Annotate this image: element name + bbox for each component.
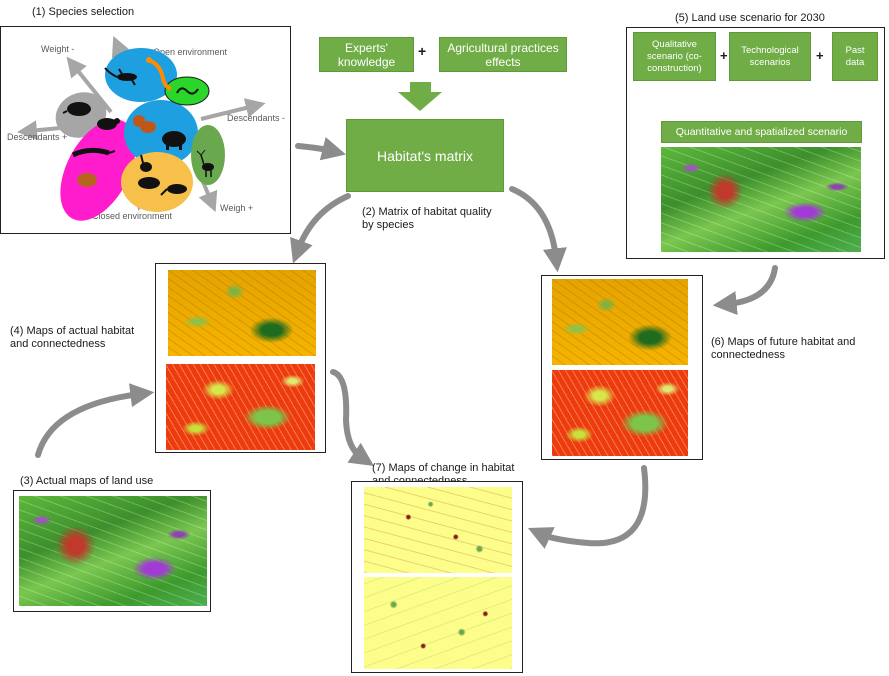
plus-sign-inputs: +: [418, 43, 427, 59]
arrow-future-to-change: [527, 465, 649, 549]
actual-connectedness-map: [166, 364, 315, 450]
plus-sign-scenario-1: +: [720, 48, 728, 63]
badger-icon: [138, 177, 160, 189]
quantitative-scenario-label: Quantitative and spatialized scenario: [675, 126, 848, 138]
lizard-icon: [146, 57, 172, 91]
actual-land-use-map: [19, 496, 207, 606]
hedgehog-icon: [62, 102, 91, 116]
rabbit-icon: [140, 154, 152, 172]
salamander-icon: [104, 67, 137, 86]
axis-open-environment: Open environment: [153, 47, 228, 57]
ellipse-magenta-group: [60, 119, 136, 221]
ellipse-blue-top-group: [105, 48, 177, 102]
fox-icon: [160, 184, 187, 196]
green-down-arrow-inputs: [398, 82, 442, 111]
arrow-actual-to-change: [330, 369, 374, 466]
plus-sign-scenario-2: +: [816, 48, 824, 63]
squirrel-icon: [133, 115, 156, 133]
arrow-matrix-to-future-maps: [509, 186, 567, 273]
step-6-label: (6) Maps of future habitat and connected…: [711, 336, 856, 361]
axis-closed-environment: Closed environment: [92, 211, 173, 221]
boar-icon: [162, 131, 186, 150]
experts-knowledge-label: Experts' knowledge: [337, 40, 396, 69]
habitat-matrix-label: Habitat's matrix: [376, 147, 474, 164]
quantitative-scenario-box: Quantitative and spatialized scenario: [661, 121, 862, 143]
arrow-matrix-to-actual-maps: [290, 193, 351, 264]
technological-scenarios-box: Technological scenarios: [729, 32, 811, 81]
axis-descendants-plus: Descendants +: [7, 132, 67, 142]
agricultural-practices-label: Agricultural practices effects: [447, 40, 559, 69]
agricultural-practices-box: Agricultural practices effects: [439, 37, 567, 72]
marten-icon: [71, 147, 116, 158]
step-3-label: (3) Actual maps of land use: [20, 475, 154, 487]
step-1-label: (1) Species selection: [32, 6, 135, 18]
future-connectedness-map: [552, 370, 688, 456]
experts-knowledge-box: Experts' knowledge: [319, 37, 414, 72]
technological-scenarios-label: Technological scenarios: [741, 44, 799, 68]
species-selection-diagram: Weight - Open environment Descendants - …: [7, 35, 285, 221]
ellipse-darkgreen-group: [191, 125, 225, 185]
snake-icon: [176, 87, 199, 95]
arrow-species-to-matrix: [295, 137, 346, 161]
mole-icon: [77, 173, 97, 187]
axis-weigh-plus: Weigh +: [220, 203, 253, 213]
habitat-matrix-box: Habitat's matrix: [346, 119, 504, 192]
axis-descendants-minus: Descendants -: [227, 113, 285, 123]
species-selection-panel: Weight - Open environment Descendants - …: [0, 26, 291, 234]
step-5-label: (5) Land use scenario for 2030: [675, 12, 825, 24]
deer-icon: [196, 149, 214, 177]
actual-habitat-map: [168, 270, 316, 356]
qualitative-scenario-label: Qualitative scenario (co-construction): [647, 38, 702, 74]
scenario-land-use-map: [661, 147, 861, 252]
step-2-label: (2) Matrix of habitat quality by species: [362, 206, 492, 231]
arrow-landuse-to-actual-maps: [35, 383, 155, 458]
qualitative-scenario-box: Qualitative scenario (co-construction): [633, 32, 716, 81]
past-data-label: Past data: [845, 44, 865, 68]
step-4-label: (4) Maps of actual habitat and connected…: [10, 325, 135, 350]
change-connectedness-map: [364, 577, 512, 669]
arrow-scenario-to-future-maps: [712, 265, 778, 316]
axis-weight-minus: Weight -: [41, 44, 74, 54]
future-habitat-map: [552, 279, 688, 365]
change-habitat-map: [364, 487, 512, 573]
rodent-icon: [97, 118, 120, 130]
past-data-box: Past data: [832, 32, 878, 81]
